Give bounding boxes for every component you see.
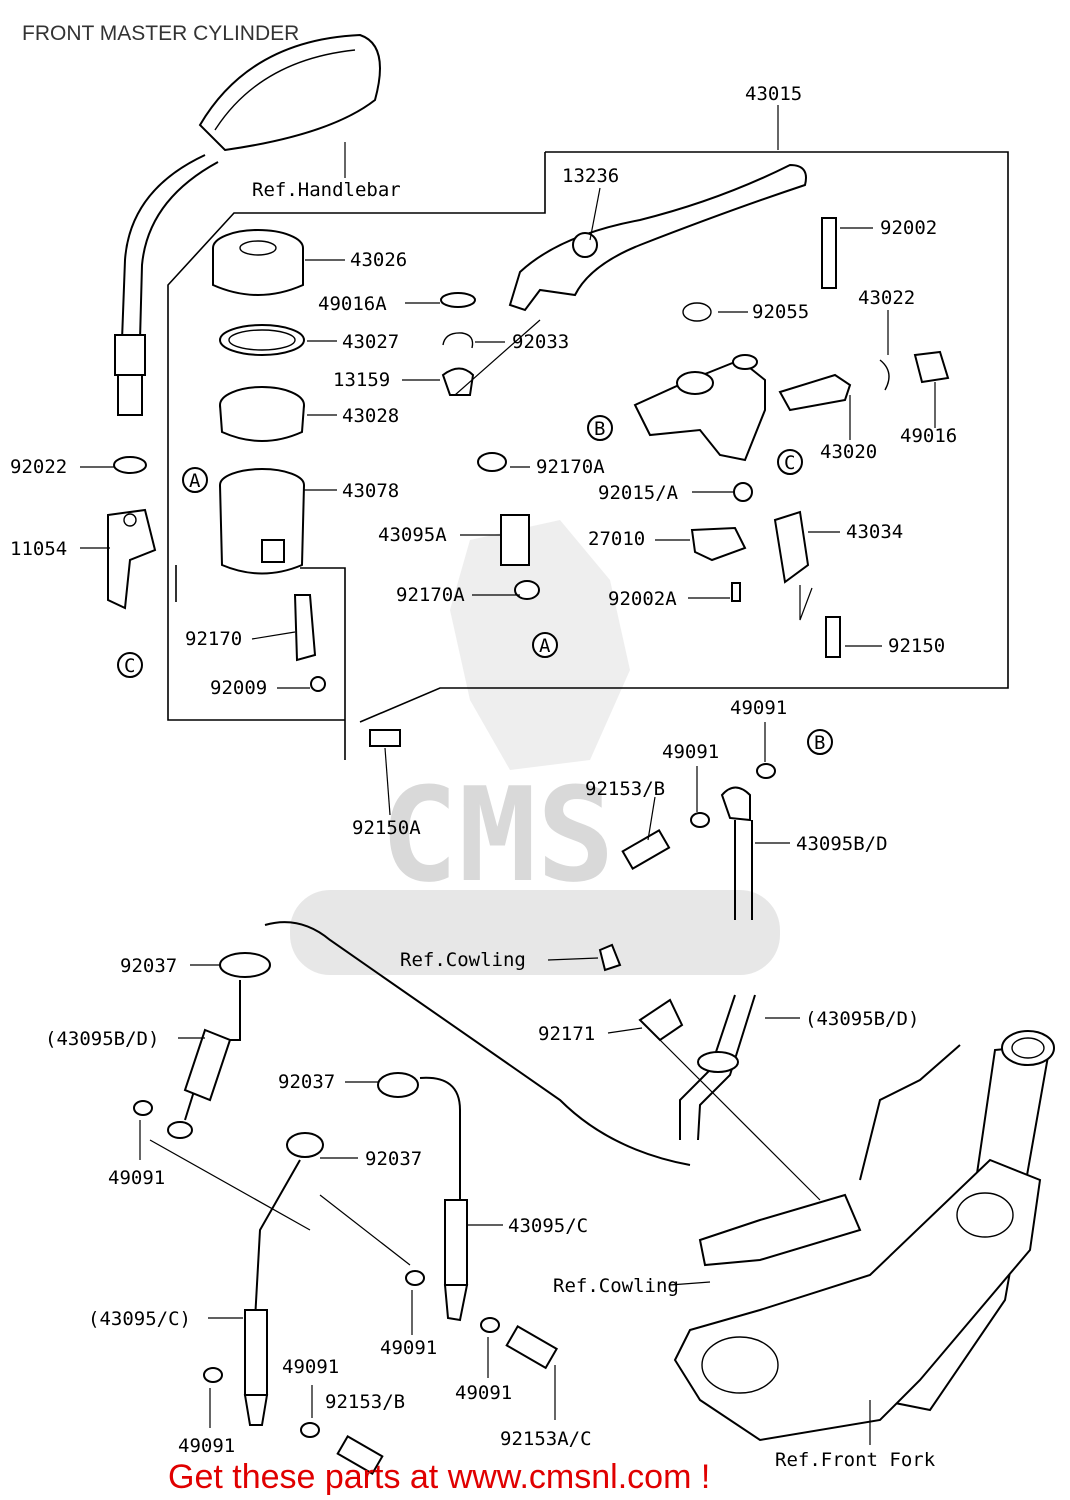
- callout-c-2: C: [124, 655, 135, 677]
- label-43034: 43034: [846, 521, 903, 543]
- label-92033: 92033: [512, 331, 569, 353]
- label-92055: 92055: [752, 301, 809, 323]
- callout-b-2: B: [814, 732, 825, 754]
- label-49091-3: 49091: [108, 1167, 165, 1189]
- callouts: A A B B C C: [117, 415, 833, 755]
- label-ref-cowling-2: Ref.Cowling: [553, 1275, 679, 1297]
- callout-b-1: B: [594, 418, 605, 440]
- bracket-line: [175, 565, 346, 760]
- front-fork-part: [673, 1030, 1055, 1442]
- label-43028: 43028: [342, 405, 399, 427]
- hose-clamp-parts: [440, 292, 540, 600]
- callout-a-1: A: [189, 470, 201, 492]
- label-92015a: 92015/A: [598, 482, 679, 504]
- label-92037-1: 92037: [120, 955, 177, 977]
- label-49016a: 49016A: [318, 293, 387, 315]
- label-43027: 43027: [342, 331, 399, 353]
- assembly-box-43015: [167, 151, 1009, 723]
- label-92153b-1: 92153/B: [585, 778, 665, 800]
- clamp-parts: [107, 456, 157, 610]
- label-43095c: 43095/C: [508, 1215, 588, 1237]
- part-labels: Ref.Handlebar 43015 13236 92002 43026 49…: [10, 83, 957, 1471]
- lever-parts: [508, 163, 950, 658]
- label-43095a: 43095A: [378, 524, 447, 546]
- label-92150a: 92150A: [352, 817, 421, 839]
- label-43026: 43026: [350, 249, 407, 271]
- label-92009: 92009: [210, 677, 267, 699]
- label-ref-front-fork: Ref.Front Fork: [775, 1449, 936, 1471]
- label-92170a-1: 92170A: [536, 456, 605, 478]
- label-43022: 43022: [858, 287, 915, 309]
- watermark: CMS: [290, 520, 780, 975]
- label-92153ac: 92153A/C: [500, 1428, 592, 1450]
- callout-a-2: A: [539, 635, 551, 657]
- label-92002: 92002: [880, 217, 937, 239]
- label-13236: 13236: [562, 165, 619, 187]
- label-43095bd-ref-1: (43095B/D): [45, 1028, 159, 1050]
- leader-lines: [80, 105, 936, 1445]
- label-43015: 43015: [745, 83, 802, 105]
- label-13159: 13159: [333, 369, 390, 391]
- label-92170a-2: 92170A: [396, 584, 465, 606]
- label-92170: 92170: [185, 628, 242, 650]
- watermark-text: CMS: [380, 759, 615, 911]
- label-ref-cowling-1: Ref.Cowling: [400, 949, 526, 971]
- label-92037-3: 92037: [365, 1148, 422, 1170]
- mirror-part: [114, 33, 381, 416]
- label-92150: 92150: [888, 635, 945, 657]
- label-43078: 43078: [342, 480, 399, 502]
- label-27010: 27010: [588, 528, 645, 550]
- label-92037-2: 92037: [278, 1071, 335, 1093]
- brake-hoses: [133, 729, 776, 1476]
- label-92171: 92171: [538, 1023, 595, 1045]
- label-49091-2: 49091: [662, 741, 719, 763]
- label-49091-5: 49091: [282, 1356, 339, 1378]
- reservoir-parts: [212, 229, 326, 692]
- label-43095c-ref: (43095/C): [88, 1308, 191, 1330]
- promo-link[interactable]: Get these parts at www.cmsnl.com !: [168, 1458, 710, 1496]
- page-title: FRONT MASTER CYLINDER: [22, 22, 299, 45]
- label-92022: 92022: [10, 456, 67, 478]
- label-43095bd-ref-2: (43095B/D): [805, 1008, 919, 1030]
- label-43020: 43020: [820, 441, 877, 463]
- label-ref-handlebar: Ref.Handlebar: [252, 179, 401, 201]
- label-49091-6: 49091: [455, 1382, 512, 1404]
- label-11054: 11054: [10, 538, 67, 560]
- label-49016: 49016: [900, 425, 957, 447]
- label-43095bd: 43095B/D: [796, 833, 888, 855]
- label-49091-7: 49091: [178, 1435, 235, 1457]
- label-92002a: 92002A: [608, 588, 677, 610]
- label-49091-4: 49091: [380, 1337, 437, 1359]
- label-49091-1: 49091: [730, 697, 787, 719]
- callout-c-1: C: [784, 452, 795, 474]
- label-92153b-2: 92153/B: [325, 1391, 405, 1413]
